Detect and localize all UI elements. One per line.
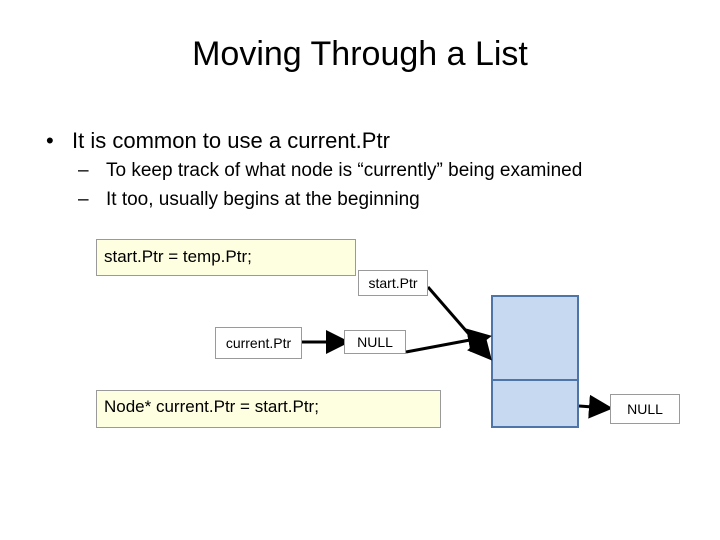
list-node bbox=[491, 295, 579, 428]
bullet-item: • It is common to use a current.Ptr bbox=[46, 127, 390, 155]
start-ptr-label: start.Ptr bbox=[358, 270, 428, 296]
sub-bullet-text: To keep track of what node is “currently… bbox=[106, 160, 583, 181]
sub-bullet-text: It too, usually begins at the beginning bbox=[106, 189, 420, 210]
current-ptr-label: current.Ptr bbox=[215, 327, 302, 359]
sub-bullet-dash: – bbox=[78, 160, 89, 181]
sub-bullet-item: –To keep track of what node is “currentl… bbox=[78, 158, 582, 184]
sub-bullet-item: –It too, usually begins at the beginning bbox=[78, 187, 420, 213]
null-to-node-arrow bbox=[405, 328, 492, 354]
bullet-text: It is common to use a current.Ptr bbox=[72, 128, 390, 153]
null-label-current: NULL bbox=[344, 330, 406, 354]
sub-bullet-dash: – bbox=[78, 189, 89, 210]
null-label-next: NULL bbox=[610, 394, 680, 424]
node-next-arrow bbox=[578, 394, 613, 419]
list-node-divider bbox=[491, 379, 579, 381]
slide-title: Moving Through a List bbox=[192, 35, 528, 73]
code-box-start-assignment: start.Ptr = temp.Ptr; bbox=[96, 239, 356, 276]
code-box-current-declaration: Node* current.Ptr = start.Ptr; bbox=[96, 390, 441, 428]
bullet-dot: • bbox=[46, 128, 54, 153]
